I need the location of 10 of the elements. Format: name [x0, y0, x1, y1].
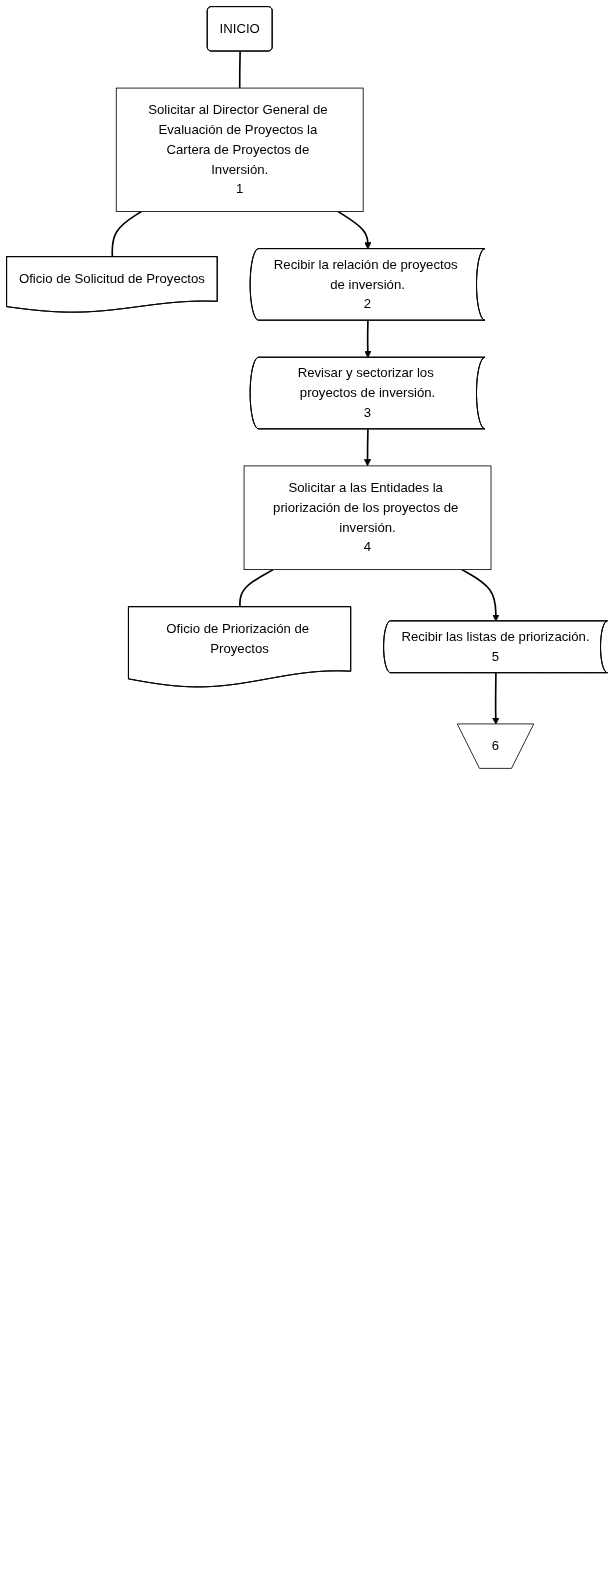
arrow: [492, 672, 500, 725]
connector: [238, 50, 241, 89]
node-box: Solicitar a las Entidades la priorización de los proyectos de inversión. 4: [243, 465, 492, 570]
node-box: Solicitar al Director General de Evaluación de Proyectos la Cartera de Proyectos de Inversión. 1: [115, 87, 364, 212]
arrow: [337, 210, 372, 250]
arrow: [363, 428, 372, 467]
connector: [239, 568, 275, 608]
connector: [111, 210, 143, 258]
arrow: [364, 319, 372, 358]
arrow: [461, 568, 500, 622]
